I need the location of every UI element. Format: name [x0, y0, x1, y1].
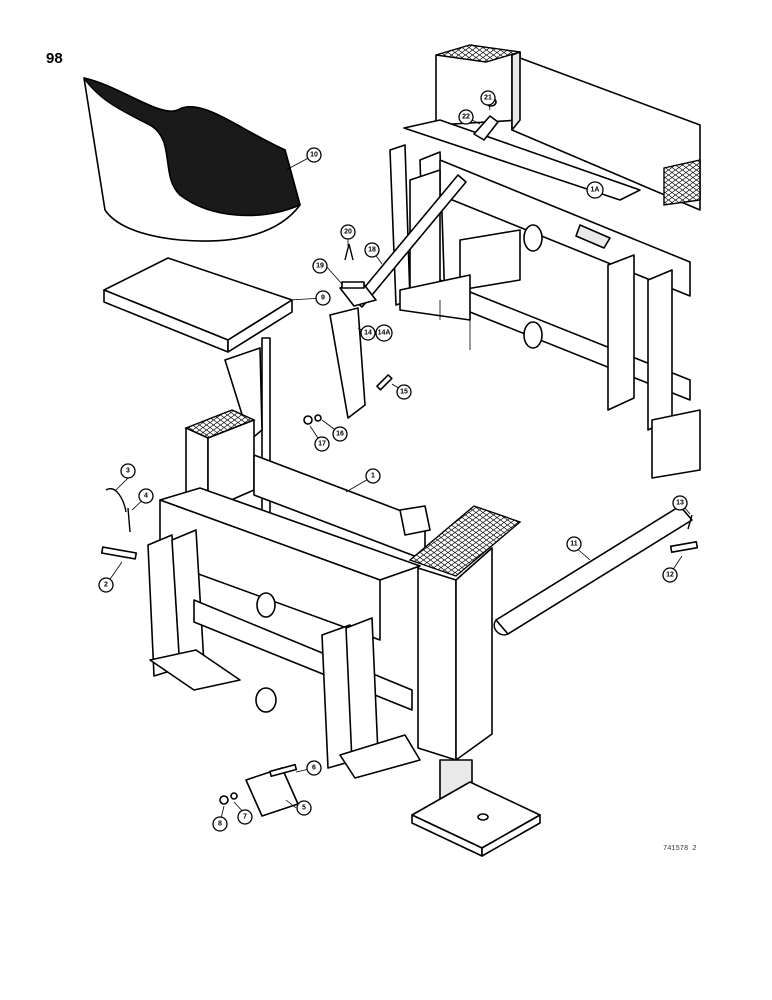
callout-6: 6	[306, 760, 322, 776]
callout-18-label: 18	[368, 247, 376, 254]
callout-1-label: 1	[371, 473, 375, 480]
callout-1a: 1A	[586, 181, 604, 199]
callout-14a: 14A	[375, 324, 393, 342]
step-post	[408, 505, 541, 857]
callout-11: 11	[566, 536, 582, 552]
callout-20-label: 20	[344, 229, 352, 236]
callout-19: 19	[312, 258, 328, 274]
upper-frame-assembly	[389, 44, 701, 479]
callout-14: 14	[360, 325, 376, 341]
callout-5-label: 5	[302, 805, 306, 812]
drawing-code: 741578 2	[663, 845, 697, 853]
callout-6-label: 6	[312, 765, 316, 772]
callout-9-label: 9	[321, 295, 325, 302]
callout-15: 15	[396, 384, 412, 400]
callout-22-label: 22	[462, 114, 470, 121]
callout-21: 21	[480, 90, 496, 106]
main-frame-assembly	[147, 409, 431, 779]
callout-18: 18	[364, 242, 380, 258]
callout-10: 10	[306, 147, 322, 163]
callout-17-label: 17	[318, 441, 326, 448]
callout-5: 5	[296, 800, 312, 816]
callout-15-label: 15	[400, 389, 408, 396]
hardware	[100, 243, 699, 817]
callout-14a-label: 14A	[378, 330, 391, 337]
callout-14-label: 14	[364, 330, 372, 337]
callout-4-label: 4	[144, 493, 148, 500]
callout-3-label: 3	[126, 468, 130, 475]
callout-9: 9	[315, 290, 331, 306]
page-number: 98	[46, 50, 63, 67]
callout-8-label: 8	[218, 821, 222, 828]
callout-3: 3	[120, 463, 136, 479]
callout-13-label: 13	[676, 500, 684, 507]
callout-7: 7	[237, 809, 253, 825]
link-rod-assembly	[329, 97, 499, 419]
seat-cushion	[83, 77, 301, 242]
callout-19-label: 19	[316, 263, 324, 270]
callout-20: 20	[340, 224, 356, 240]
callout-1: 1	[365, 468, 381, 484]
callout-12: 12	[662, 567, 678, 583]
callout-22: 22	[458, 109, 474, 125]
callout-12-label: 12	[666, 572, 674, 579]
callout-4: 4	[138, 488, 154, 504]
callout-17: 17	[314, 436, 330, 452]
callout-10-label: 10	[310, 152, 318, 159]
callout-16-label: 16	[336, 431, 344, 438]
callout-8: 8	[212, 816, 228, 832]
callout-1a-label: 1A	[591, 187, 600, 194]
tube	[493, 505, 693, 636]
callout-21-label: 21	[484, 95, 492, 102]
callout-7-label: 7	[243, 814, 247, 821]
callout-16: 16	[332, 426, 348, 442]
callout-11-label: 11	[570, 541, 578, 548]
callout-2-label: 2	[104, 582, 108, 589]
callout-13: 13	[672, 495, 688, 511]
callout-2: 2	[98, 577, 114, 593]
